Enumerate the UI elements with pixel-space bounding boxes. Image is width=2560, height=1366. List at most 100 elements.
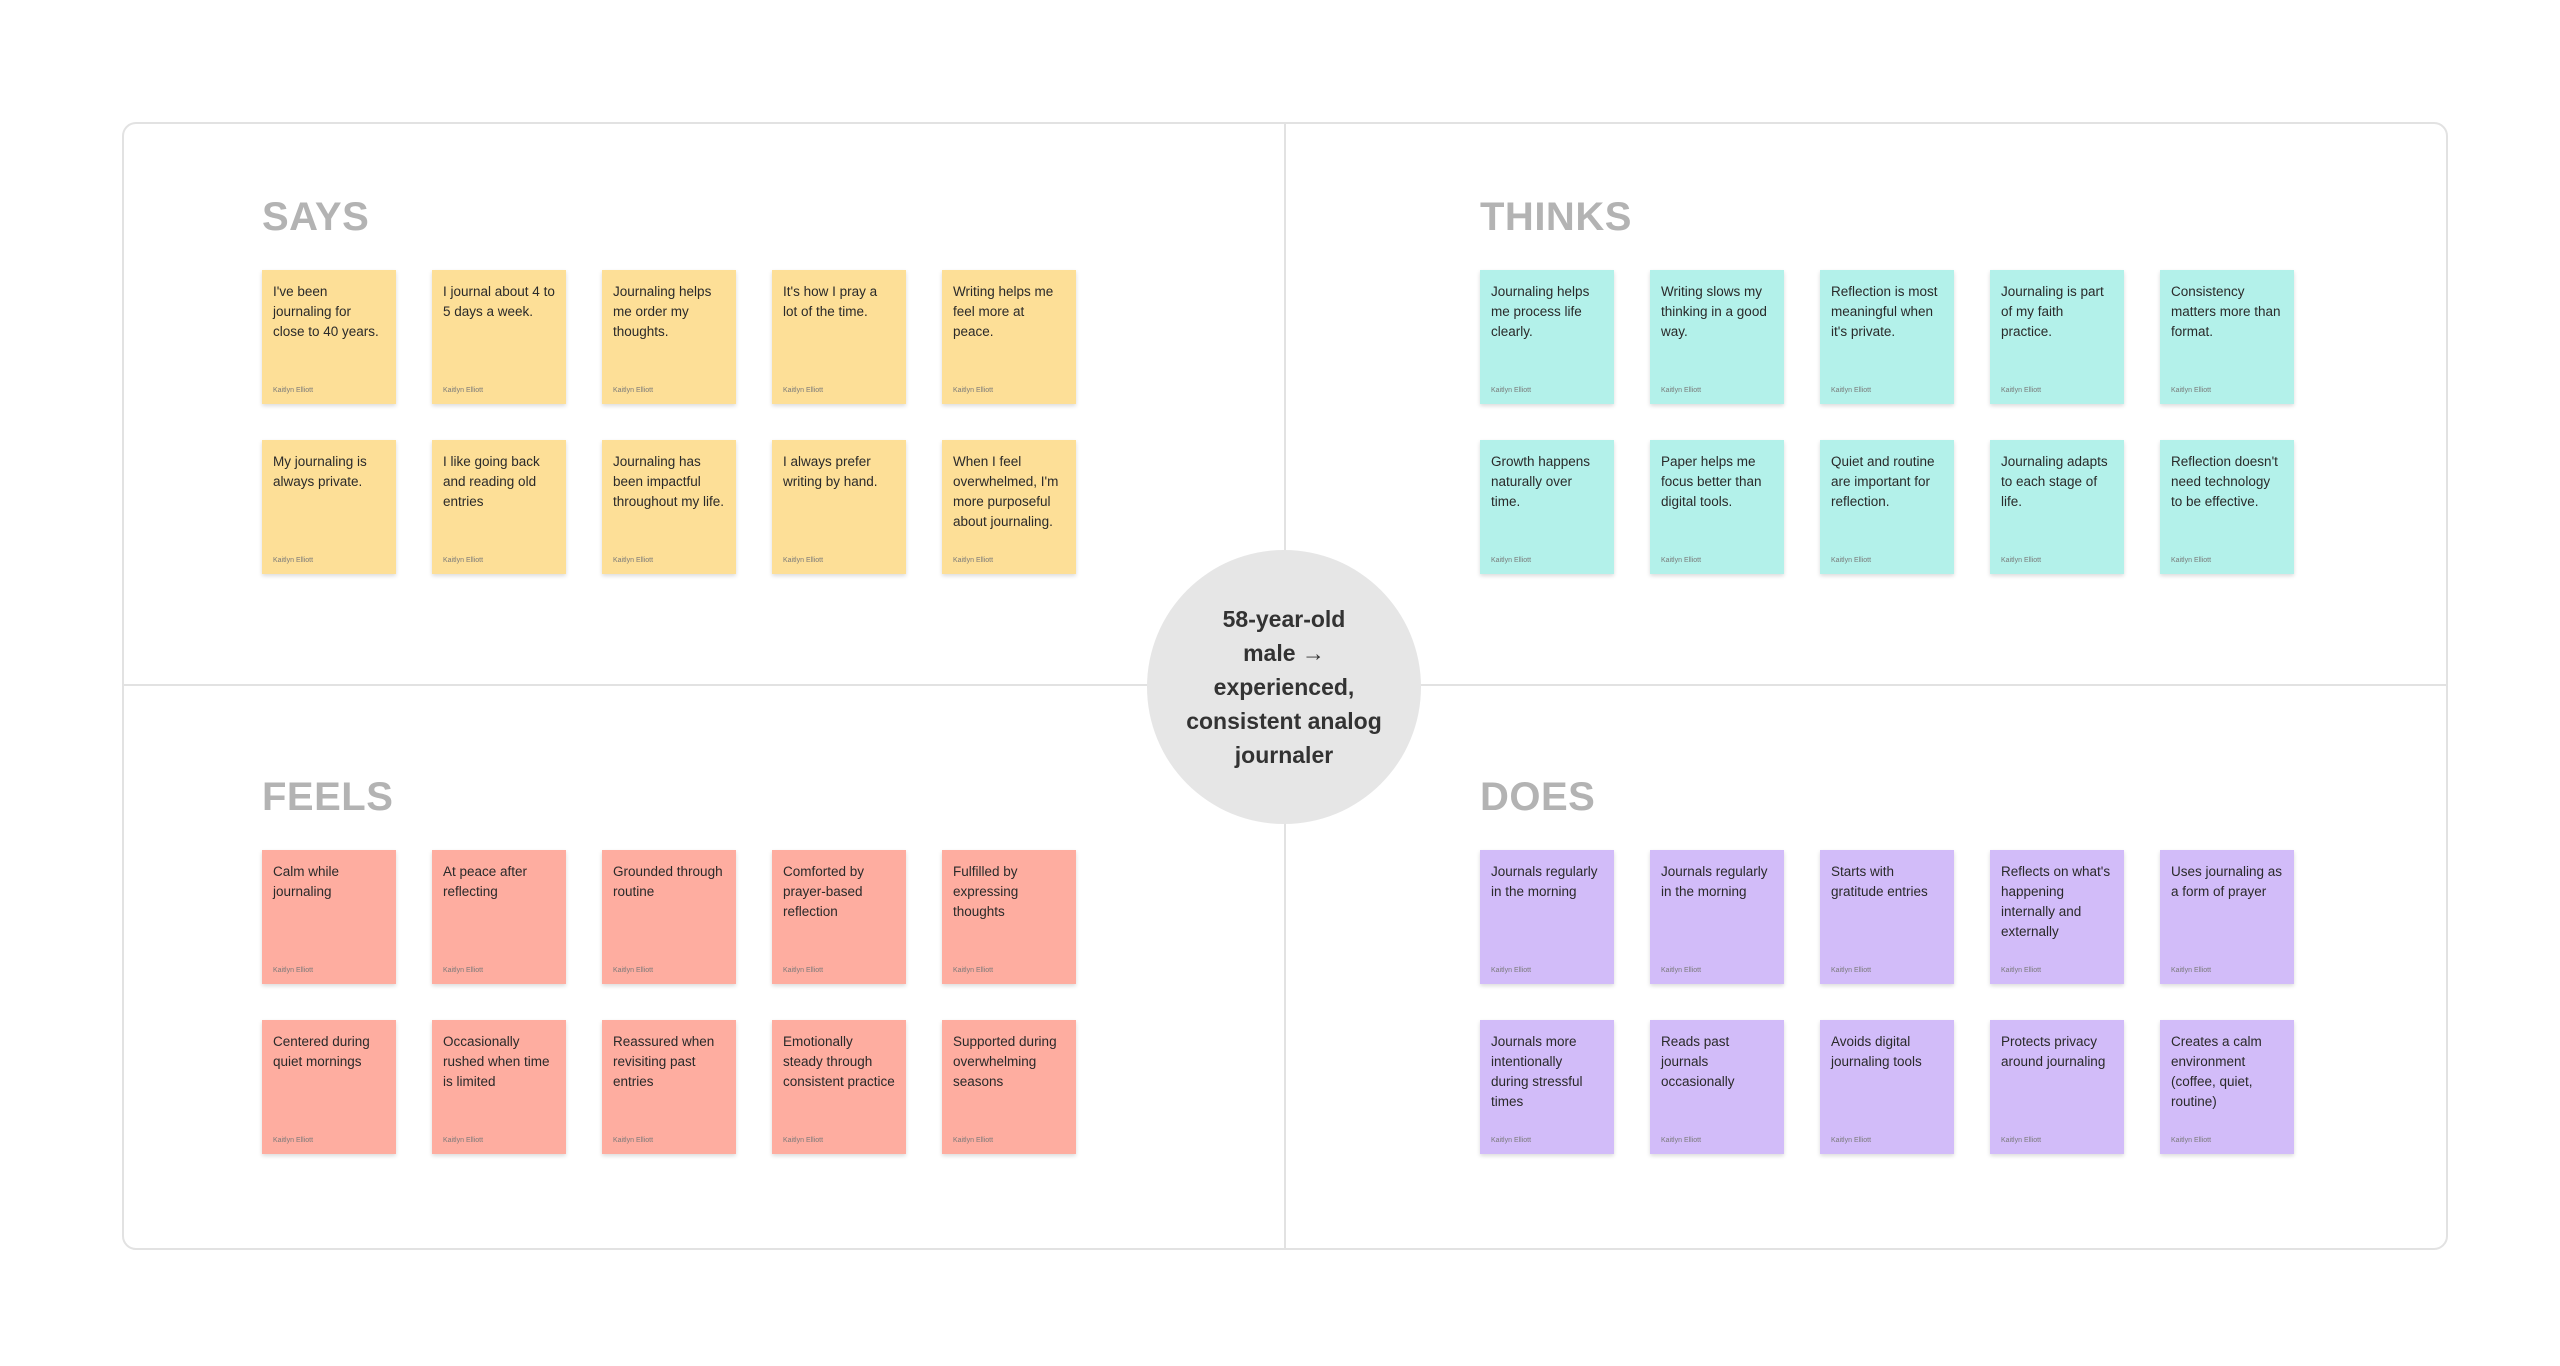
sticky-note-author: Kaitlyn Elliott xyxy=(443,1137,484,1144)
sticky-note-feels[interactable]: Emotionally steady through consistent pr… xyxy=(772,1020,906,1154)
sticky-note-thinks[interactable]: Consistency matters more than format.Kai… xyxy=(2160,270,2294,404)
sticky-note-author: Kaitlyn Elliott xyxy=(2001,387,2042,394)
sticky-note-thinks[interactable]: Reflection doesn't need technology to be… xyxy=(2160,440,2294,574)
notes-grid-thinks: Journaling helps me process life clearly… xyxy=(1480,270,2340,574)
quadrant-thinks: THINKS Journaling helps me process life … xyxy=(1480,192,2340,574)
sticky-note-author: Kaitlyn Elliott xyxy=(2171,967,2212,974)
sticky-note-author: Kaitlyn Elliott xyxy=(1831,967,1872,974)
sticky-note-feels[interactable]: Occasionally rushed when time is limited… xyxy=(432,1020,566,1154)
persona-line: experienced, xyxy=(1213,674,1355,700)
sticky-note-author: Kaitlyn Elliott xyxy=(953,557,994,564)
sticky-note-author: Kaitlyn Elliott xyxy=(273,557,314,564)
sticky-note-does[interactable]: Reflects on what's happening internally … xyxy=(1990,850,2124,984)
sticky-note-author: Kaitlyn Elliott xyxy=(443,967,484,974)
sticky-note-author: Kaitlyn Elliott xyxy=(953,387,994,394)
sticky-note-thinks[interactable]: Growth happens naturally over time.Kaitl… xyxy=(1480,440,1614,574)
persona-line: consistent analog xyxy=(1186,708,1382,734)
sticky-note-author: Kaitlyn Elliott xyxy=(1491,967,1532,974)
sticky-note-says[interactable]: It's how I pray a lot of the time.Kaitly… xyxy=(772,270,906,404)
sticky-note-text: Avoids digital journaling tools xyxy=(1831,1034,1922,1069)
sticky-note-thinks[interactable]: Paper helps me focus better than digital… xyxy=(1650,440,1784,574)
sticky-note-says[interactable]: I journal about 4 to 5 days a week.Kaitl… xyxy=(432,270,566,404)
sticky-note-text: Reflection is most meaningful when it's … xyxy=(1831,284,1938,339)
sticky-note-says[interactable]: I've been journaling for close to 40 yea… xyxy=(262,270,396,404)
sticky-note-thinks[interactable]: Journaling is part of my faith practice.… xyxy=(1990,270,2124,404)
sticky-note-says[interactable]: My journaling is always private.Kaitlyn … xyxy=(262,440,396,574)
sticky-note-author: Kaitlyn Elliott xyxy=(2171,1137,2212,1144)
sticky-note-text: Quiet and routine are important for refl… xyxy=(1831,454,1935,509)
sticky-note-author: Kaitlyn Elliott xyxy=(783,1137,824,1144)
sticky-note-thinks[interactable]: Journaling helps me process life clearly… xyxy=(1480,270,1614,404)
sticky-note-says[interactable]: Journaling has been impactful throughout… xyxy=(602,440,736,574)
sticky-note-text: Journaling helps me order my thoughts. xyxy=(613,284,712,339)
sticky-note-text: Reads past journals occasionally xyxy=(1661,1034,1735,1089)
quadrant-title-does: DOES xyxy=(1480,775,1596,819)
sticky-note-text: Journals regularly in the morning xyxy=(1661,864,1768,899)
sticky-note-text: I journal about 4 to 5 days a week. xyxy=(443,284,555,319)
sticky-note-says[interactable]: I like going back and reading old entrie… xyxy=(432,440,566,574)
sticky-note-author: Kaitlyn Elliott xyxy=(273,387,314,394)
sticky-note-text: Reassured when revisiting past entries xyxy=(613,1034,715,1089)
sticky-note-does[interactable]: Creates a calm environment (coffee, quie… xyxy=(2160,1020,2294,1154)
sticky-note-text: Journaling has been impactful throughout… xyxy=(613,454,725,509)
sticky-note-author: Kaitlyn Elliott xyxy=(1661,967,1702,974)
sticky-note-text: Emotionally steady through consistent pr… xyxy=(783,1034,895,1089)
sticky-note-text: Journals regularly in the morning xyxy=(1491,864,1598,899)
sticky-note-author: Kaitlyn Elliott xyxy=(2001,967,2042,974)
sticky-note-thinks[interactable]: Reflection is most meaningful when it's … xyxy=(1820,270,1954,404)
sticky-note-author: Kaitlyn Elliott xyxy=(1661,387,1702,394)
sticky-note-text: Uses journaling as a form of prayer xyxy=(2171,864,2283,899)
sticky-note-text: Writing helps me feel more at peace. xyxy=(953,284,1054,339)
sticky-note-author: Kaitlyn Elliott xyxy=(273,967,314,974)
sticky-note-text: I always prefer writing by hand. xyxy=(783,454,878,489)
sticky-note-author: Kaitlyn Elliott xyxy=(273,1137,314,1144)
sticky-note-author: Kaitlyn Elliott xyxy=(1661,1137,1702,1144)
quadrant-title-feels: FEELS xyxy=(262,775,394,819)
sticky-note-text: Writing slows my thinking in a good way. xyxy=(1661,284,1767,339)
sticky-note-author: Kaitlyn Elliott xyxy=(1831,1137,1872,1144)
sticky-note-does[interactable]: Journals more intentionally during stres… xyxy=(1480,1020,1614,1154)
sticky-note-author: Kaitlyn Elliott xyxy=(2171,557,2212,564)
sticky-note-author: Kaitlyn Elliott xyxy=(1831,557,1872,564)
sticky-note-says[interactable]: Journaling helps me order my thoughts.Ka… xyxy=(602,270,736,404)
sticky-note-text: Occasionally rushed when time is limited xyxy=(443,1034,550,1089)
persona-line: journaler xyxy=(1234,742,1334,768)
sticky-note-thinks[interactable]: Journaling adapts to each stage of life.… xyxy=(1990,440,2124,574)
sticky-note-text: Consistency matters more than format. xyxy=(2171,284,2281,339)
sticky-note-author: Kaitlyn Elliott xyxy=(953,967,994,974)
quadrant-title-says: SAYS xyxy=(262,195,370,239)
sticky-note-author: Kaitlyn Elliott xyxy=(1661,557,1702,564)
sticky-note-author: Kaitlyn Elliott xyxy=(2001,1137,2042,1144)
sticky-note-text: Journaling adapts to each stage of life. xyxy=(2001,454,2108,509)
notes-grid-says: I've been journaling for close to 40 yea… xyxy=(262,270,1122,574)
sticky-note-author: Kaitlyn Elliott xyxy=(783,387,824,394)
persona-line: 58-year-old xyxy=(1222,606,1346,632)
sticky-note-says[interactable]: I always prefer writing by hand.Kaitlyn … xyxy=(772,440,906,574)
sticky-note-text: At peace after reflecting xyxy=(443,864,528,899)
sticky-note-text: Reflects on what's happening internally … xyxy=(2001,864,2111,939)
sticky-note-text: Supported during overwhelming seasons xyxy=(953,1034,1057,1089)
sticky-note-thinks[interactable]: Writing slows my thinking in a good way.… xyxy=(1650,270,1784,404)
sticky-note-says[interactable]: Writing helps me feel more at peace. Kait… xyxy=(942,270,1076,404)
persona-circle[interactable]: 58-year-old male → experienced, consiste… xyxy=(1147,550,1421,824)
sticky-note-thinks[interactable]: Quiet and routine are important for refl… xyxy=(1820,440,1954,574)
sticky-note-text: Growth happens naturally over time. xyxy=(1491,454,1591,509)
sticky-note-says[interactable]: When I feel overwhelmed, I'm more purpos… xyxy=(942,440,1076,574)
